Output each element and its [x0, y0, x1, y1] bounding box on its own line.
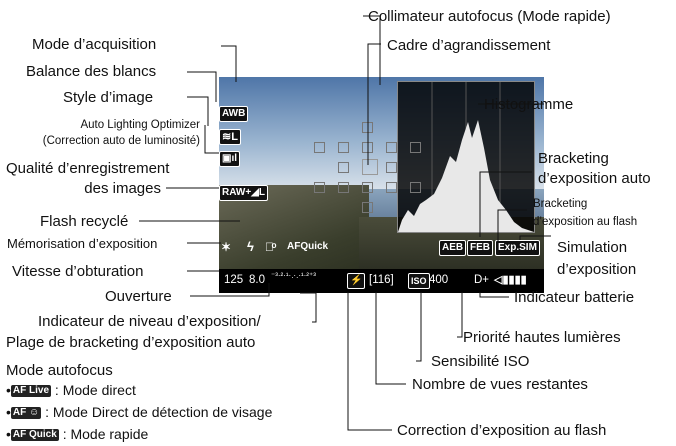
label-bracketing-1: Bracketing — [538, 150, 609, 167]
feb-icon: FEB — [467, 240, 493, 256]
awb-icon: AWB — [219, 106, 249, 122]
label-collimateur: Collimateur autofocus (Mode rapide) — [368, 8, 611, 25]
af-point — [314, 142, 325, 153]
label-vitesse: Vitesse d’obturation — [12, 263, 144, 280]
label-bracketing-flash-2: d’exposition au flash — [533, 216, 638, 228]
label-simulation-2: d’exposition — [557, 261, 637, 278]
af-point — [386, 162, 397, 173]
shots-remaining: [116] — [369, 274, 394, 286]
ae-lock-icon: ✶ — [221, 240, 232, 254]
af-mode-text: : Mode direct — [54, 382, 136, 398]
shutter-speed: 125 — [224, 274, 244, 286]
info-bar — [219, 269, 544, 293]
image-quality-icon: RAW+◢L — [219, 185, 268, 201]
af-mode-icon: AFQuick — [287, 241, 329, 252]
flash-ready-icon: ϟ — [247, 239, 254, 254]
flash-comp-icon: ⚡ — [347, 273, 366, 289]
label-sensibilite: Sensibilité ISO — [431, 353, 530, 370]
label-vues: Nombre de vues restantes — [412, 376, 588, 393]
label-bracketing-flash-1: Bracketing — [533, 198, 588, 210]
picture-style-icon: ≋L — [219, 129, 241, 145]
exposure-scale: ⁻³·²·¹·.·.·¹·²⁺³ — [271, 271, 316, 280]
label-mode-acquisition: Mode d’acquisition — [32, 36, 157, 53]
label-simulation-1: Simulation — [557, 239, 628, 256]
label-flash-recycle: Flash recyclé — [40, 213, 129, 230]
label-bracketing-2: d’exposition auto — [538, 170, 651, 187]
label-priorite: Priorité hautes lumières — [463, 329, 621, 346]
label-alo-2: (Correction auto de luminosité) — [42, 135, 200, 147]
label-style: Style d’image — [63, 89, 154, 106]
aperture-value: 8.0 — [249, 274, 265, 286]
iso-icon: ISO — [408, 273, 430, 289]
highlight-priority: D+ — [474, 274, 490, 286]
af-mode-item: •AF ☺ : Mode Direct de détection de visa… — [6, 404, 273, 420]
label-batterie: Indicateur batterie — [514, 289, 635, 306]
af-mode-text: : Mode Direct de détection de visage — [45, 404, 273, 420]
label-mode-autofocus: Mode autofocus — [6, 362, 113, 379]
af-point — [362, 182, 373, 193]
af-mode-item: •AF Live : Mode direct — [6, 382, 136, 398]
label-niveau-1: Indicateur de niveau d’exposition/ — [38, 313, 261, 330]
label-qualite-1: Qualité d’enregistrement — [6, 160, 170, 177]
live-view-screen: AWB ≋L ▣ıl RAW+◢L ϟ ▭ͦ AFQuick ✶ AEB FEB… — [219, 77, 544, 293]
af-live-icon: AF Live — [10, 385, 52, 398]
af-point — [314, 182, 325, 193]
exp-sim-icon: Exp.SIM — [495, 240, 540, 256]
label-ouverture: Ouverture — [105, 288, 172, 305]
af-quick-icon: AF Quick — [10, 429, 59, 442]
label-qualite-2: des images — [84, 180, 161, 197]
af-point — [338, 182, 349, 193]
af-point — [362, 202, 373, 213]
alo-icon: ▣ıl — [219, 151, 241, 167]
histogram-graph — [398, 82, 534, 232]
aeb-icon: AEB — [439, 240, 467, 256]
af-mode-text: : Mode rapide — [62, 426, 149, 442]
label-balance: Balance des blancs — [26, 63, 157, 80]
label-memorisation: Mémorisation d’exposition — [7, 236, 158, 251]
histogram-panel — [397, 81, 535, 233]
af-point — [410, 182, 421, 193]
af-point — [338, 142, 349, 153]
battery-icon: ◁▮▮▮▮ — [494, 274, 527, 286]
af-mode-item: •AF Quick : Mode rapide — [6, 426, 149, 442]
label-niveau-2: Plage de bracketing d’exposition auto — [6, 334, 256, 351]
af-face-icon: AF ☺ — [10, 407, 42, 420]
af-point — [338, 162, 349, 173]
af-point — [386, 142, 397, 153]
drive-mode-icon: ▭ͦ — [265, 240, 274, 254]
label-alo-1: Auto Lighting Optimizer — [80, 119, 200, 131]
magnify-frame — [362, 159, 378, 175]
label-correction-flash: Correction d’exposition au flash — [397, 422, 607, 439]
af-point — [410, 142, 421, 153]
af-point — [386, 182, 397, 193]
label-histogramme: Histogramme — [484, 96, 574, 113]
iso-value: 400 — [429, 274, 449, 286]
label-cadre: Cadre d’agrandissement — [387, 37, 551, 54]
